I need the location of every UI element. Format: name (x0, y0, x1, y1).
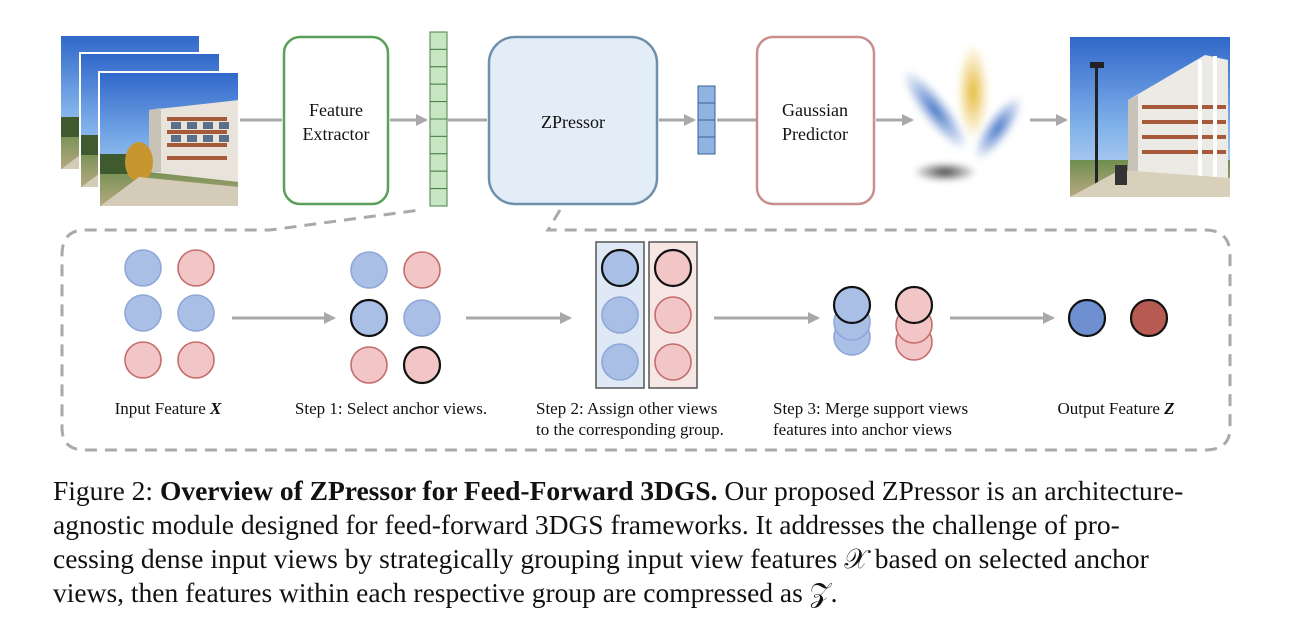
caption-line-1: Figure 2: Overview of ZPressor for Feed-… (53, 475, 1184, 506)
step1-feature-circle (403, 251, 441, 289)
step1-feature-circle (403, 299, 441, 337)
feature-vector-column (429, 31, 448, 207)
gaussian-predictor-label-1: Gaussian (782, 100, 848, 120)
group-member-circle (601, 343, 639, 381)
feature-cell (429, 48, 448, 68)
feature-cell (429, 101, 448, 120)
zpressor-block: ZPressor (487, 35, 659, 206)
feature-cell (429, 31, 448, 50)
input-images (59, 34, 240, 208)
step1-feature-circle (350, 251, 388, 289)
feature-cell (429, 135, 448, 155)
input-feature-label: Input Feature X (115, 399, 222, 418)
step-labels: Input Feature X Step 1: Select anchor vi… (115, 399, 1175, 439)
rendered-output-image (1070, 37, 1230, 197)
feature-cell (429, 118, 448, 137)
feature-cell (429, 83, 448, 103)
compressed-cell (697, 119, 716, 138)
feature-cell (429, 188, 448, 207)
caption-line-3: cessing dense input views by strategical… (53, 543, 1149, 574)
output-feature-blue (1067, 298, 1107, 338)
gaussians-visual (902, 44, 1023, 182)
step3-label-2: features into anchor views (773, 420, 952, 439)
input-feature-circle (124, 249, 162, 287)
group-anchor-circle (600, 248, 640, 288)
feature-circles (124, 248, 1169, 385)
group-anchor-circle (653, 248, 693, 288)
gaussian-predictor-label-2: Predictor (782, 124, 848, 144)
step3-label-1: Step 3: Merge support views (773, 399, 968, 418)
input-feature-circle (124, 294, 162, 332)
merged-anchor-circle (832, 285, 872, 325)
caption-line-2: agnostic module designed for feed-forwar… (53, 509, 1120, 540)
feature-extractor-label-1: Feature (309, 100, 363, 120)
step2-label-2: to the corresponding group. (536, 420, 724, 439)
output-feature-red (1129, 298, 1169, 338)
input-image-3 (99, 72, 239, 207)
feature-extractor-label-2: Extractor (303, 124, 370, 144)
zpressor-label: ZPressor (541, 112, 605, 132)
anchor-feature-circle (402, 345, 442, 385)
anchor-feature-circle (349, 298, 389, 338)
group-member-circle (654, 343, 692, 381)
zpressor-diagram: Feature Extractor ZPressor Gaussian Pred… (59, 31, 1232, 452)
gaussian-predictor-block: Gaussian Predictor (755, 35, 876, 206)
input-feature-circle (177, 249, 215, 287)
input-feature-circle (177, 294, 215, 332)
feature-cell (429, 66, 448, 85)
output-feature-label: Output Feature Z (1057, 399, 1174, 418)
feature-extractor-block: Feature Extractor (282, 35, 390, 206)
group-member-circle (601, 296, 639, 334)
zoom-dashed-outline (60, 208, 1232, 452)
feature-cell (429, 170, 448, 190)
step2-label-1: Step 2: Assign other views (536, 399, 717, 418)
group-member-circle (654, 296, 692, 334)
feature-cell (429, 153, 448, 172)
compressed-feature-column (697, 85, 716, 155)
figure-caption: Figure 2: Overview of ZPressor for Feed-… (53, 474, 1249, 610)
compressed-cell (697, 85, 716, 104)
merged-anchor-circle (894, 285, 934, 325)
compressed-cell (697, 136, 716, 155)
step1-feature-circle (350, 346, 388, 384)
input-feature-circle (124, 341, 162, 379)
caption-line-4: views, then features within each respect… (53, 577, 838, 608)
input-feature-circle (177, 341, 215, 379)
compressed-cell (697, 102, 716, 121)
step1-label: Step 1: Select anchor views. (295, 399, 487, 418)
